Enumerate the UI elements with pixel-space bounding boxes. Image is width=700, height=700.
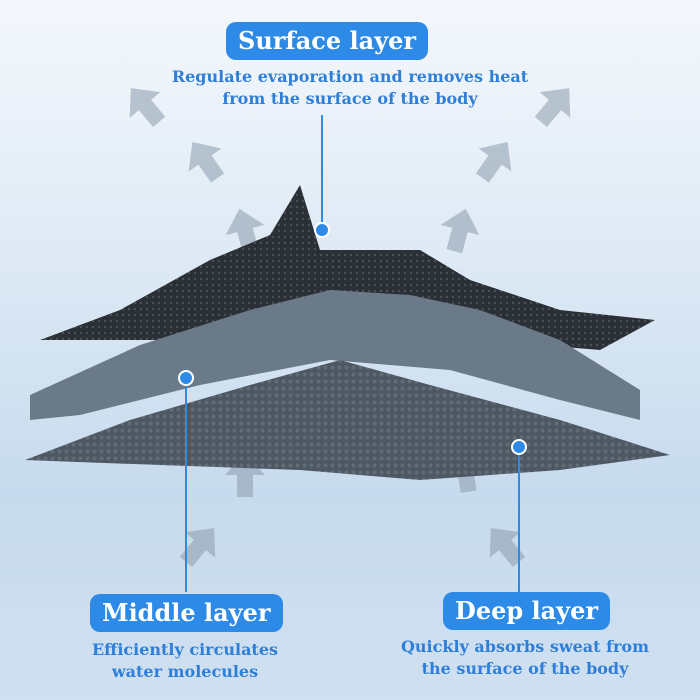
middle-line-1: Efficiently circulates — [91, 640, 279, 659]
surface-line-2: from the surface of the body — [222, 89, 478, 108]
middle-layer-description: Efficiently circulates water molecules — [60, 639, 310, 683]
surface-layer-description: Regulate evaporation and removes heat fr… — [100, 66, 600, 110]
surface-layer-badge: Surface layer — [226, 22, 429, 60]
deep-line-2: the surface of the body — [421, 659, 629, 678]
surface-layer-fabric — [40, 185, 655, 350]
middle-layer-fabric — [30, 290, 640, 420]
deep-layer-description: Quickly absorbs sweat from the surface o… — [380, 636, 670, 680]
surface-line-1: Regulate evaporation and removes heat — [171, 67, 529, 86]
deep-layer-badge: Deep layer — [443, 592, 611, 630]
callout-lines — [178, 115, 527, 592]
middle-layer-badge: Middle layer — [90, 594, 283, 632]
deep-line-1: Quickly absorbs sweat from — [400, 637, 650, 656]
middle-line-2: water molecules — [111, 662, 259, 681]
